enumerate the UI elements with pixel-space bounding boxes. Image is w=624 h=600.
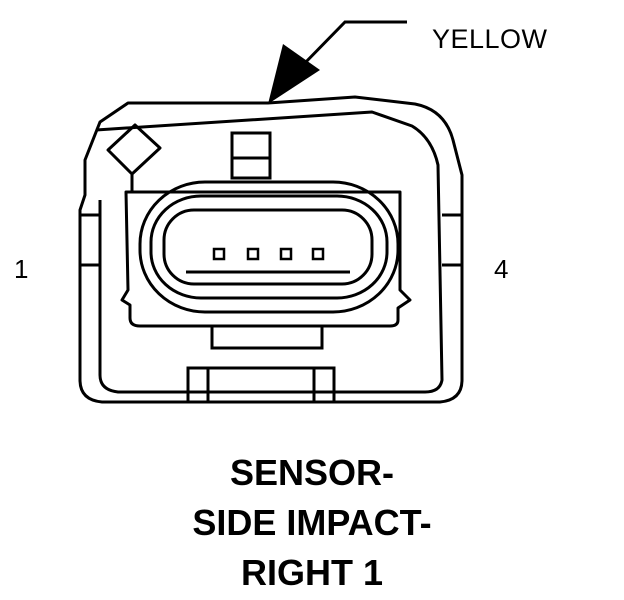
cavity-4 — [311, 247, 325, 261]
color-callout-leader — [298, 20, 407, 70]
caption-line-1: SENSOR- — [229, 452, 395, 493]
cavity-2 — [246, 247, 260, 261]
connector-caption: SENSOR- SIDE IMPACT- RIGHT 1 — [0, 448, 624, 598]
caption-line-3: RIGHT 1 — [240, 552, 383, 593]
terminal-cavities — [212, 247, 325, 261]
callout-arrowhead — [268, 44, 320, 104]
pin-1-label: 1 — [14, 254, 29, 284]
pin-4-label: 4 — [494, 254, 509, 284]
wire-color-label: YELLOW — [432, 24, 548, 54]
cavity-3 — [279, 247, 293, 261]
locking-post — [230, 131, 272, 180]
cavity-1 — [212, 247, 226, 261]
lower-key — [186, 324, 336, 404]
inner-shroud — [120, 180, 412, 328]
caption-line-2: SIDE IMPACT- — [192, 502, 432, 543]
